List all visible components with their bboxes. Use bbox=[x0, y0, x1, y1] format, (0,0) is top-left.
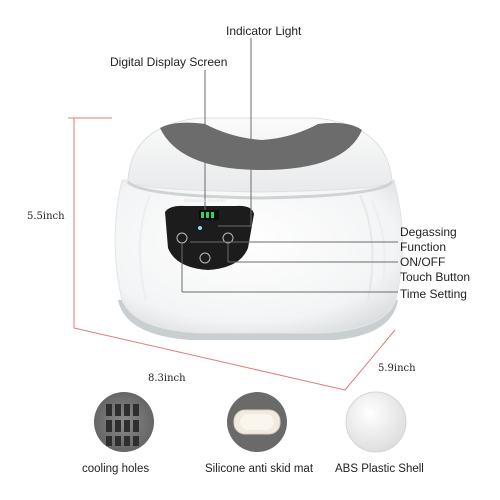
panel-brand-text: Ultrasonic Cleaner bbox=[184, 199, 226, 204]
abs-shell-image bbox=[345, 391, 407, 453]
callout-lines bbox=[181, 38, 398, 293]
device-lid bbox=[126, 117, 394, 200]
time-setting-label: Time Setting bbox=[400, 287, 467, 301]
digital-display-label: Digital Display Screen bbox=[110, 55, 228, 69]
height-dimension: 5.5inch bbox=[27, 211, 65, 222]
touch-button-label: Touch Button bbox=[400, 270, 471, 284]
function-label: Function bbox=[400, 240, 447, 254]
dimension-lines bbox=[68, 117, 396, 391]
width-dimension: 8.3inch bbox=[148, 373, 186, 384]
control-panel bbox=[165, 205, 254, 270]
abs-shell-caption: ABS Plastic Shell bbox=[335, 463, 424, 475]
skid-mat-image bbox=[227, 392, 287, 452]
degassing-button[interactable] bbox=[176, 232, 188, 244]
device-body bbox=[114, 179, 403, 340]
cooling-holes-caption: cooling holes bbox=[82, 463, 150, 475]
cooling-holes-image bbox=[94, 392, 154, 452]
degassing-label: Degassing bbox=[400, 225, 457, 239]
skid-mat-caption: Silicone anti skid mat bbox=[205, 463, 314, 475]
onoff-button[interactable] bbox=[222, 232, 234, 244]
depth-dimension: 5.9inch bbox=[378, 363, 416, 374]
on-off-label: ON/OFF bbox=[400, 255, 446, 269]
time-setting-button[interactable] bbox=[199, 252, 211, 264]
indicator-light bbox=[198, 226, 202, 230]
indicator-light-label: Indicator Light bbox=[226, 24, 302, 38]
